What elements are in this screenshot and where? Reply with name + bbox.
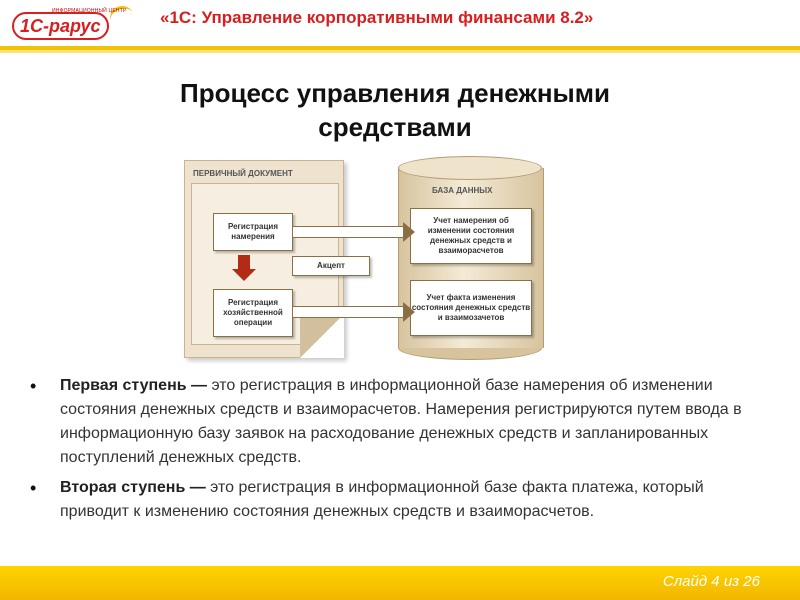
bullet-list: • Первая ступень — это регистрация в инф… xyxy=(26,374,766,524)
fact-arrow-icon xyxy=(292,302,415,322)
page-fold-icon xyxy=(300,314,344,358)
down-arrow-icon xyxy=(232,255,256,281)
intent-arrow-icon xyxy=(292,222,415,242)
intent-accounting-box: Учет намерения об изменении состояния де… xyxy=(410,208,532,264)
database-top xyxy=(398,156,542,180)
company-logo: 1С-рарус ИНФОРМАЦИОННЫЙ ЦЕНТР xyxy=(12,2,138,40)
logo-tagline: ИНФОРМАЦИОННЫЙ ЦЕНТР xyxy=(52,8,127,14)
bullet-dot-icon: • xyxy=(30,478,37,498)
primary-document-label: ПЕРВИЧНЫЙ ДОКУМЕНТ xyxy=(193,169,293,178)
bullet-dot-icon: • xyxy=(30,376,37,396)
slide-title: Процесс управления денежными средствами xyxy=(0,76,790,144)
registration-operation-box: Регистрация хозяйственной операции xyxy=(213,289,293,337)
database-cylinder: БАЗА ДАННЫХ Учет намерения об изменении … xyxy=(398,156,544,362)
database-label: БАЗА ДАННЫХ xyxy=(432,186,493,195)
bullet-text: это регистрация в информационной базе на… xyxy=(60,377,742,466)
bullet-term: Вторая ступень — xyxy=(60,479,206,496)
acceptance-box: Акцепт xyxy=(292,256,370,276)
cash-management-diagram: ПЕРВИЧНЫЙ ДОКУМЕНТ Регистрация намерения… xyxy=(184,156,554,368)
registration-intent-box: Регистрация намерения xyxy=(213,213,293,251)
bullet-first-stage: • Первая ступень — это регистрация в инф… xyxy=(26,374,766,470)
bullet-text: это регистрация в информационной базе фа… xyxy=(60,479,704,520)
header-bar: 1С-рарус ИНФОРМАЦИОННЫЙ ЦЕНТР «1С: Управ… xyxy=(0,0,800,50)
slide-title-line-1: Процесс управления денежными xyxy=(180,78,610,108)
slide-title-line-2: средствами xyxy=(318,112,472,142)
footer-bar: Слайд 4 из 26 xyxy=(0,566,800,600)
slide-counter: Слайд 4 из 26 xyxy=(662,573,760,590)
logo-text: 1С-рарус xyxy=(12,12,109,40)
fact-accounting-box: Учет факта изменения состояния денежных … xyxy=(410,280,532,336)
product-title: «1С: Управление корпоративными финансами… xyxy=(160,8,594,27)
bullet-second-stage: • Вторая ступень — это регистрация в инф… xyxy=(26,476,766,524)
bullet-term: Первая ступень — xyxy=(60,377,208,394)
primary-document-shape: ПЕРВИЧНЫЙ ДОКУМЕНТ Регистрация намерения… xyxy=(184,160,344,358)
